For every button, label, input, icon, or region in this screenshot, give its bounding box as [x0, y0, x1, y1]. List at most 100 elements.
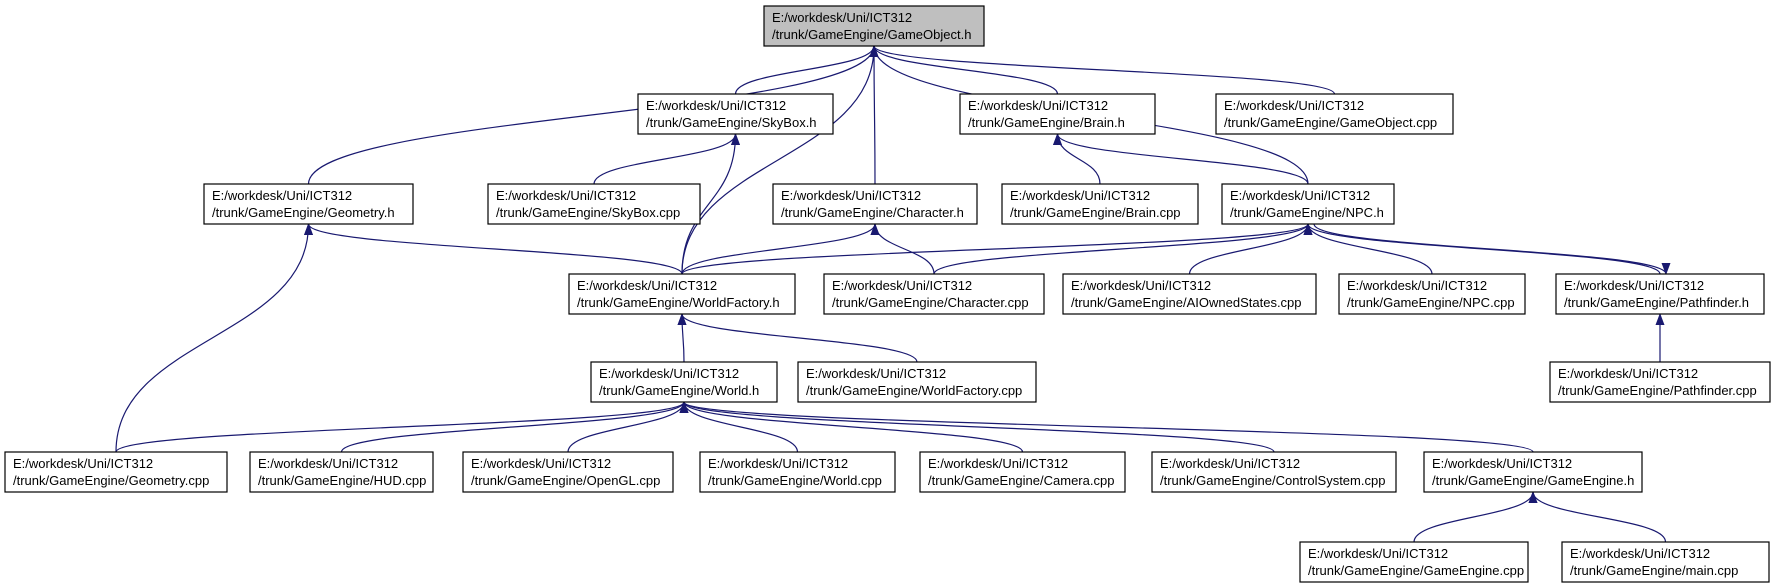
node-label-line2: /trunk/GameEngine/Geometry.h — [212, 205, 395, 220]
node-label-line1: E:/workdesk/Uni/ICT312 — [928, 456, 1068, 471]
node-brain-cpp[interactable]: E:/workdesk/Uni/ICT312/trunk/GameEngine/… — [1001, 183, 1199, 225]
node-label-line1: E:/workdesk/Uni/ICT312 — [832, 278, 972, 293]
edge-world_h-to-worldfactory_h — [677, 313, 687, 363]
node-label-line1: E:/workdesk/Uni/ICT312 — [968, 98, 1108, 113]
edge-geometry_h-to-gameobject_h — [307, 45, 879, 185]
node-skybox-h[interactable]: E:/workdesk/Uni/ICT312/trunk/GameEngine/… — [637, 93, 834, 135]
edge-worldfactory_h-to-gameobject_h — [681, 45, 879, 275]
node-worldfactory-h[interactable]: E:/workdesk/Uni/ICT312/trunk/GameEngine/… — [568, 273, 796, 315]
node-box — [203, 183, 414, 225]
node-box — [823, 273, 1045, 315]
node-world-cpp[interactable]: E:/workdesk/Uni/ICT312/trunk/GameEngine/… — [699, 451, 896, 493]
node-box — [919, 451, 1126, 493]
node-box — [1338, 273, 1526, 315]
node-controlsystem-cpp[interactable]: E:/workdesk/Uni/ICT312/trunk/GameEngine/… — [1151, 451, 1397, 493]
node-label-line1: E:/workdesk/Uni/ICT312 — [781, 188, 921, 203]
node-world-h[interactable]: E:/workdesk/Uni/ICT312/trunk/GameEngine/… — [590, 361, 778, 403]
node-box — [637, 93, 834, 135]
edge-camera_cpp-to-world_h — [679, 401, 1024, 453]
edge-brain_cpp-to-brain_h — [1053, 133, 1101, 185]
edge-worldfactory_h-to-character_h — [681, 223, 880, 275]
node-aiownedstates-cpp[interactable]: E:/workdesk/Uni/ICT312/trunk/GameEngine/… — [1062, 273, 1317, 315]
node-npc-h[interactable]: E:/workdesk/Uni/ICT312/trunk/GameEngine/… — [1221, 183, 1395, 225]
node-main-cpp[interactable]: E:/workdesk/Uni/ICT312/trunk/GameEngine/… — [1561, 541, 1770, 583]
node-pathfinder-cpp[interactable]: E:/workdesk/Uni/ICT312/trunk/GameEngine/… — [1549, 361, 1771, 403]
node-geometry-h[interactable]: E:/workdesk/Uni/ICT312/trunk/GameEngine/… — [203, 183, 414, 225]
node-label-line2: /trunk/GameEngine/Camera.cpp — [928, 473, 1114, 488]
edge-skybox_h-to-gameobject_h — [734, 45, 879, 95]
edge-main_cpp-to-gameengine_h — [1528, 491, 1667, 543]
node-label-line2: /trunk/GameEngine/HUD.cpp — [258, 473, 426, 488]
node-label-line1: E:/workdesk/Uni/ICT312 — [806, 366, 946, 381]
node-gameengine-cpp[interactable]: E:/workdesk/Uni/ICT312/trunk/GameEngine/… — [1299, 541, 1529, 583]
nodes-layer: E:/workdesk/Uni/ICT312/trunk/GameEngine/… — [4, 5, 1771, 583]
node-gameobject-h[interactable]: E:/workdesk/Uni/ICT312/trunk/GameEngine/… — [763, 5, 985, 47]
edge-gameengine_h-to-world_h — [679, 401, 1534, 453]
node-box — [4, 451, 228, 493]
node-pathfinder-h[interactable]: E:/workdesk/Uni/ICT312/trunk/GameEngine/… — [1555, 273, 1765, 315]
node-character-cpp[interactable]: E:/workdesk/Uni/ICT312/trunk/GameEngine/… — [823, 273, 1045, 315]
node-opengl-cpp[interactable]: E:/workdesk/Uni/ICT312/trunk/GameEngine/… — [462, 451, 674, 493]
node-label-line2: /trunk/GameEngine/Character.cpp — [832, 295, 1029, 310]
node-label-line2: /trunk/GameEngine/AIOwnedStates.cpp — [1071, 295, 1302, 310]
node-camera-cpp[interactable]: E:/workdesk/Uni/ICT312/trunk/GameEngine/… — [919, 451, 1126, 493]
node-box — [1062, 273, 1317, 315]
edge-brain_h-to-gameobject_h — [869, 45, 1059, 95]
edge-worldfactory_h-to-npc_h — [681, 223, 1313, 275]
edge-controlsystem_cpp-to-world_h — [679, 401, 1275, 453]
node-brain-h[interactable]: E:/workdesk/Uni/ICT312/trunk/GameEngine/… — [959, 93, 1156, 135]
node-label-line2: /trunk/GameEngine/NPC.h — [1230, 205, 1384, 220]
node-label-line2: /trunk/GameEngine/WorldFactory.h — [577, 295, 780, 310]
node-label-line2: /trunk/GameEngine/GameObject.h — [772, 27, 971, 42]
node-label-line1: E:/workdesk/Uni/ICT312 — [471, 456, 611, 471]
node-label-line1: E:/workdesk/Uni/ICT312 — [1230, 188, 1370, 203]
node-label-line2: /trunk/GameEngine/OpenGL.cpp — [471, 473, 660, 488]
node-box — [1561, 541, 1770, 583]
node-box — [1299, 541, 1529, 583]
node-label-line1: E:/workdesk/Uni/ICT312 — [772, 10, 912, 25]
node-label-line1: E:/workdesk/Uni/ICT312 — [646, 98, 786, 113]
edge-npc_h-to-pathfinder_h — [1313, 223, 1671, 275]
node-gameengine-h[interactable]: E:/workdesk/Uni/ICT312/trunk/GameEngine/… — [1423, 451, 1643, 493]
node-gameobject-cpp[interactable]: E:/workdesk/Uni/ICT312/trunk/GameEngine/… — [1215, 93, 1454, 135]
node-geometry-cpp[interactable]: E:/workdesk/Uni/ICT312/trunk/GameEngine/… — [4, 451, 228, 493]
node-hud-cpp[interactable]: E:/workdesk/Uni/ICT312/trunk/GameEngine/… — [249, 451, 434, 493]
edge-character_h-to-gameobject_h — [869, 45, 879, 185]
node-label-line2: /trunk/GameEngine/ControlSystem.cpp — [1160, 473, 1385, 488]
node-label-line1: E:/workdesk/Uni/ICT312 — [708, 456, 848, 471]
node-label-line1: E:/workdesk/Uni/ICT312 — [496, 188, 636, 203]
node-label-line2: /trunk/GameEngine/World.h — [599, 383, 759, 398]
node-box — [1555, 273, 1765, 315]
edge-gameengine_cpp-to-gameengine_h — [1413, 491, 1538, 543]
node-box — [1001, 183, 1199, 225]
edge-world_cpp-to-world_h — [679, 401, 799, 453]
node-label-line2: /trunk/GameEngine/Geometry.cpp — [13, 473, 209, 488]
node-box — [959, 93, 1156, 135]
node-worldfactory-cpp[interactable]: E:/workdesk/Uni/ICT312/trunk/GameEngine/… — [797, 361, 1037, 403]
node-label-line2: /trunk/GameEngine/Pathfinder.h — [1564, 295, 1749, 310]
node-skybox-cpp[interactable]: E:/workdesk/Uni/ICT312/trunk/GameEngine/… — [487, 183, 701, 225]
node-box — [1215, 93, 1454, 135]
node-box — [1151, 451, 1397, 493]
edge-skybox_cpp-to-skybox_h — [593, 133, 740, 185]
node-character-h[interactable]: E:/workdesk/Uni/ICT312/trunk/GameEngine/… — [772, 183, 978, 225]
node-box — [1423, 451, 1643, 493]
edge-worldfactory_h-to-skybox_h — [681, 133, 740, 275]
node-label-line1: E:/workdesk/Uni/ICT312 — [577, 278, 717, 293]
node-label-line2: /trunk/GameEngine/main.cpp — [1570, 563, 1738, 578]
edge-character_cpp-to-npc_h — [933, 223, 1313, 275]
node-box — [797, 361, 1037, 403]
edge-npc_cpp-to-npc_h — [1303, 223, 1433, 275]
node-label-line1: E:/workdesk/Uni/ICT312 — [1432, 456, 1572, 471]
node-label-line2: /trunk/GameEngine/GameEngine.h — [1432, 473, 1634, 488]
node-npc-cpp[interactable]: E:/workdesk/Uni/ICT312/trunk/GameEngine/… — [1338, 273, 1526, 315]
node-label-line2: /trunk/GameEngine/SkyBox.cpp — [496, 205, 680, 220]
edge-hud_cpp-to-world_h — [340, 401, 689, 453]
edges-layer — [115, 45, 1671, 543]
node-label-line2: /trunk/GameEngine/GameEngine.cpp — [1308, 563, 1524, 578]
node-box — [699, 451, 896, 493]
node-label-line1: E:/workdesk/Uni/ICT312 — [1010, 188, 1150, 203]
edge-character_cpp-to-character_h — [870, 223, 935, 275]
node-label-line2: /trunk/GameEngine/GameObject.cpp — [1224, 115, 1437, 130]
